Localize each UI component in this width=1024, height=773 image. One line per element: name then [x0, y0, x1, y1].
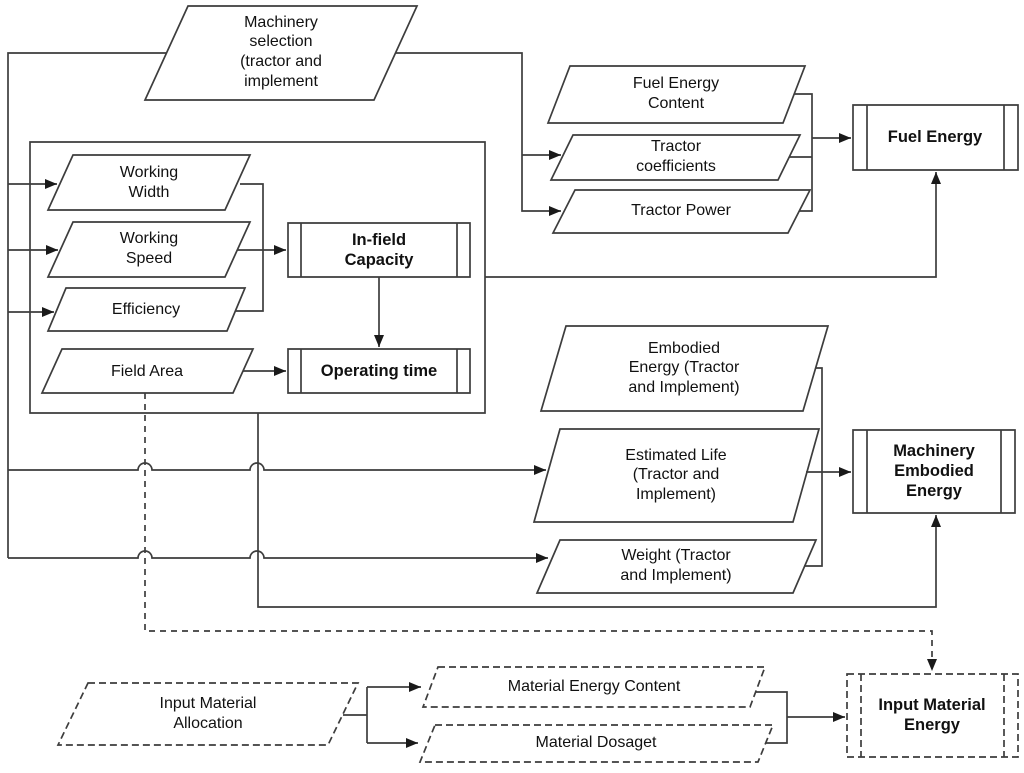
in-field-capacity-label: In-field Capacity [344, 230, 414, 269]
working-speed-label: Working Speed [119, 230, 179, 267]
fuel-energy-content-node [548, 66, 805, 123]
field-area-node [42, 349, 253, 393]
estimated-life-node [534, 429, 819, 522]
connector-material-bracket [756, 692, 787, 743]
fuel-energy-label: Fuel Energy [887, 127, 983, 146]
efficiency-label: Efficiency [111, 300, 181, 318]
operating-time-process [288, 349, 470, 393]
material-dosaget-node [420, 725, 773, 762]
connector-left-rail [8, 53, 166, 558]
working-width-label: Working Width [119, 164, 179, 201]
machinery-selection-node [145, 6, 417, 100]
input-material-allocation-node [58, 683, 358, 745]
connector-to-estimated-life [8, 463, 546, 475]
weight-node [537, 540, 816, 593]
infield-group-box [30, 142, 485, 413]
connector-box-to-machinery-embodied [258, 413, 941, 607]
tractor-coefficients-label: Tractor coefficients [636, 138, 716, 175]
connector-width-efficiency-join [236, 184, 263, 311]
tractor-coefficients-node [551, 135, 800, 180]
efficiency-node [48, 288, 245, 331]
embodied-energy-label: Embodied Energy (Tractor and Implement) [628, 339, 740, 396]
operating-time-label: Operating time [320, 361, 438, 380]
input-material-energy-process [847, 674, 1018, 757]
material-dosaget-label: Material Dosaget [535, 734, 657, 752]
machinery-selection-label: Machinery selection (tractor and impleme… [240, 13, 322, 90]
connector-box-to-fuel-energy [485, 172, 941, 277]
machinery-embodied-energy-process [853, 430, 1015, 513]
tractor-power-node [553, 190, 810, 233]
input-material-energy-label: Input Material Energy [878, 695, 986, 734]
material-energy-content-node [423, 667, 765, 707]
embodied-energy-node [541, 326, 828, 411]
connector-allocation-split [343, 687, 367, 743]
material-energy-content-label: Material Energy Content [507, 678, 681, 696]
fuel-energy-content-label: Fuel Energy Content [632, 75, 720, 112]
estimated-life-label: Estimated Life (Tractor and Implement) [625, 446, 727, 503]
weight-label: Weight (Tractor and Implement) [620, 547, 732, 584]
field-area-label: Field Area [110, 362, 184, 380]
connector-selection-to-tractor-power [395, 53, 561, 216]
working-speed-node [48, 222, 250, 277]
machinery-embodied-energy-label: Machinery Embodied Energy [893, 441, 975, 501]
input-material-allocation-label: Input Material Allocation [159, 695, 257, 732]
connector-embodied-bracket [804, 368, 822, 566]
connector-to-weight [8, 551, 548, 563]
connector-fuel-bracket [789, 94, 812, 211]
fuel-energy-process [853, 105, 1018, 170]
working-width-node [48, 155, 250, 210]
tractor-power-label: Tractor Power [631, 202, 731, 220]
connector-fieldarea-to-input-material-energy [145, 393, 937, 671]
in-field-capacity-process [288, 223, 470, 277]
